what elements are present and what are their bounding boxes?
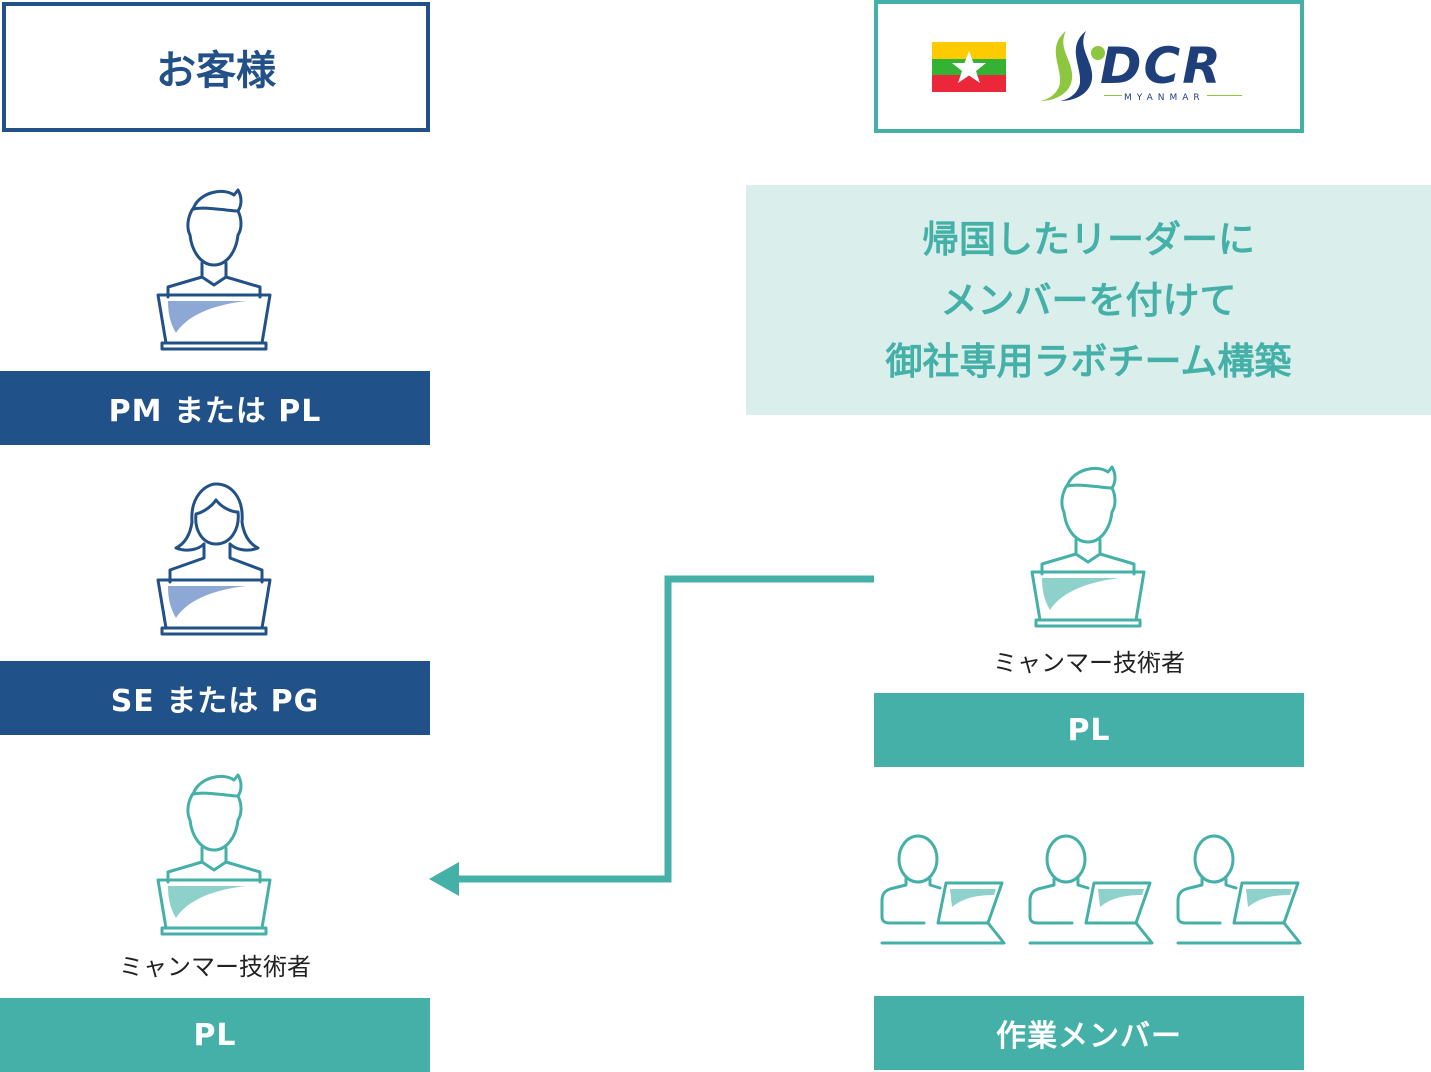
client-header: お客様: [2, 2, 430, 132]
myanmar-flag-icon: [932, 41, 1006, 92]
client-header-label: お客様: [156, 48, 276, 94]
role-pm-pl-label: PM または PL: [108, 394, 322, 429]
members-label: 作業メンバー: [996, 1019, 1182, 1054]
worker-icon: [1174, 833, 1306, 951]
man-laptop-icon: [150, 770, 280, 940]
role-pl-label: PL: [193, 1017, 237, 1053]
worker-icon: [1026, 833, 1158, 951]
right-pl-caption: ミャンマー技術者: [993, 649, 1185, 677]
logo-subtitle: MYANMAR: [1122, 92, 1207, 103]
role-pm-pl-bar: PM または PL: [0, 371, 430, 445]
members-bar: 作業メンバー: [874, 996, 1304, 1070]
woman-laptop-icon: [150, 478, 280, 643]
man-laptop-icon: [1024, 462, 1154, 632]
role-se-pg-bar: SE または PG: [0, 661, 430, 735]
right-pl-bar: PL: [874, 693, 1304, 767]
headline-line-2: メンバーを付けて: [940, 278, 1237, 322]
headline-line-3: 御社専用ラボチーム構築: [885, 339, 1292, 383]
left-pl-caption: ミャンマー技術者: [119, 953, 311, 981]
worker-icon: [878, 833, 1010, 951]
headline-line-1: 帰国したリーダーに: [922, 217, 1255, 261]
man-laptop-icon: [150, 185, 280, 355]
swoosh-icon: [1040, 30, 1105, 101]
company-logo: DCR MYANMAR: [1036, 27, 1246, 107]
role-pl-bar: PL: [0, 998, 430, 1072]
arrow-left-icon: [425, 570, 880, 900]
company-logo-box: DCR MYANMAR: [874, 0, 1304, 133]
right-pl-label: PL: [1067, 712, 1111, 748]
lab-team-headline: 帰国したリーダーに メンバーを付けて 御社専用ラボチーム構築: [746, 185, 1431, 415]
role-se-pg-label: SE または PG: [110, 684, 320, 719]
logo-wordmark: DCR: [1100, 36, 1223, 95]
